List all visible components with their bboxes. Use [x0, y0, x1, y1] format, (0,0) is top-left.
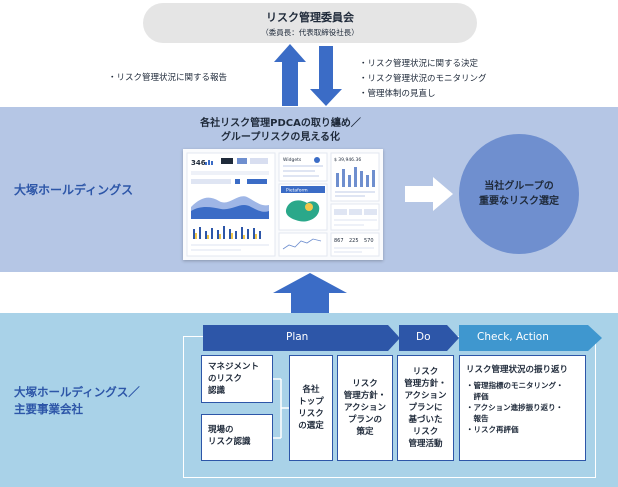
report-decision-arrows — [274, 44, 342, 106]
decision-down-arrow — [310, 46, 342, 106]
decision-note: ・リスク管理状況に関する決定 — [359, 59, 479, 69]
top-risk-line1: 各社 — [302, 385, 320, 395]
mgmt-line2: のリスク — [208, 374, 243, 384]
right-kpi-tiles — [334, 209, 377, 226]
field-line2: リスク認識 — [208, 437, 251, 447]
bar-chart-yellow — [195, 233, 257, 239]
circle-line2: 重要なリスク選定 — [479, 196, 559, 207]
check-item-1: ・管理指標のモニタリング・ — [466, 381, 564, 390]
report-note: ・リスク管理状況に関する報告 — [108, 73, 228, 83]
operating-label-line1: 大塚ホールディングス／ — [14, 385, 140, 399]
committee-subtitle: （委員長：代表取締役社長） — [261, 27, 359, 37]
committee-title: リスク管理委員会 — [266, 10, 354, 24]
plan-arrow — [203, 325, 400, 351]
mgmt-line1: マネジメント — [208, 362, 260, 372]
monitoring-note: ・リスク管理状況のモニタリング — [359, 74, 487, 84]
activity-line3: アクション — [404, 391, 447, 401]
mgmt-line3: 認識 — [208, 386, 226, 396]
policy-line4: プランの — [347, 415, 382, 425]
field-line1: 現場の — [208, 425, 234, 435]
policy-line2: 管理方針・ — [343, 391, 387, 401]
risk-activity-box: リスク 管理方針・ アクション プランに 基づいた リスク 管理活動 — [397, 355, 454, 461]
pdca-title-line2: グループリスクの見える化 — [220, 132, 341, 143]
activity-line1: リスク — [412, 367, 439, 377]
field-risk-box: 現場の リスク認識 — [201, 414, 273, 461]
phase-check-label: Check, Action — [477, 331, 549, 343]
holdings-label: 大塚ホールディングス — [14, 183, 134, 197]
check-item-2b: 報告 — [466, 414, 489, 423]
check-item-2: ・アクション進捗振り返り・ — [466, 403, 564, 412]
activity-line4: プランに — [408, 403, 443, 413]
phase-do-label: Do — [416, 331, 431, 343]
right-bar-chart — [336, 167, 375, 187]
risk-committee-pill: リスク管理委員会 （委員長：代表取締役社長） — [143, 3, 477, 43]
pdca-summary-title: 各社リスク管理PDCAの取り纏め／ グループリスクの見える化 — [183, 117, 378, 145]
dashboard-kpi-main: 346 — [191, 159, 206, 167]
do-arrow — [399, 325, 459, 351]
upward-flow-arrow — [273, 273, 347, 313]
key-risk-selection-circle: 当社グループの 重要なリスク選定 — [459, 134, 579, 254]
dashboard-header-label: Pietaform — [286, 188, 308, 194]
check-action-box: リスク管理状況の振り返り ・管理指標のモニタリング・ 評価 ・アクション進捗振り… — [459, 355, 586, 461]
activity-line6: リスク — [412, 427, 439, 437]
dashboard-screenshot: 346 Widgets Piet — [183, 149, 383, 260]
policy-line5: 策定 — [356, 427, 374, 437]
report-up-arrow — [274, 44, 306, 106]
policy-line1: リスク — [352, 379, 378, 389]
pdca-title-line1: 各社リスク管理PDCAの取り纏め／ — [200, 118, 361, 129]
top-risk-selection-box: 各社 トップ リスク の選定 — [289, 355, 333, 461]
dashboard-kpi-1: 867 — [334, 238, 344, 244]
check-action-arrow — [459, 325, 602, 351]
activity-line7: 管理活動 — [408, 439, 443, 449]
circle-line1: 当社グループの — [484, 181, 554, 192]
activity-line5: 基づいた — [408, 415, 443, 425]
policy-line3: アクション — [343, 403, 387, 413]
bar-chart-dark — [193, 226, 261, 239]
review-note: ・管理体制の見直し — [359, 89, 436, 99]
check-item-1b: 評価 — [466, 392, 489, 401]
operating-label: 大塚ホールディングス／ 主要事業会社 — [14, 384, 140, 418]
management-risk-box: マネジメント のリスク 認識 — [201, 355, 273, 403]
dashboard-widget-label: Widgets — [283, 157, 302, 163]
kpi-minibars — [205, 160, 213, 165]
phase-arrows — [203, 325, 602, 351]
up-arrow-shape — [273, 273, 347, 313]
top-risk-line3: リスク — [298, 409, 324, 419]
top-risk-line2: トップ — [298, 397, 324, 407]
policy-planning-box: リスク 管理方針・ アクション プランの 策定 — [337, 355, 393, 461]
activity-line2: 管理方針・ — [404, 379, 447, 389]
right-arrow-shape — [405, 177, 453, 211]
dashboard-graphic: 346 Widgets Piet — [186, 152, 380, 257]
check-title: リスク管理状況の振り返り — [466, 365, 569, 375]
area-chart-front — [191, 205, 269, 219]
dashboard-kpi-3: 570 — [364, 238, 374, 244]
mini-line-chart — [282, 238, 322, 250]
dashboard-kpi-2: 225 — [349, 238, 359, 244]
phase-plan-label: Plan — [286, 331, 309, 343]
top-risk-line4: の選定 — [298, 421, 324, 431]
connector-lines — [273, 378, 289, 439]
dashboard-money: $ 39,946.36 — [334, 157, 361, 163]
to-selection-arrow — [405, 177, 453, 211]
check-item-3: ・リスク再評価 — [466, 425, 519, 434]
operating-label-line2: 主要事業会社 — [14, 402, 83, 416]
